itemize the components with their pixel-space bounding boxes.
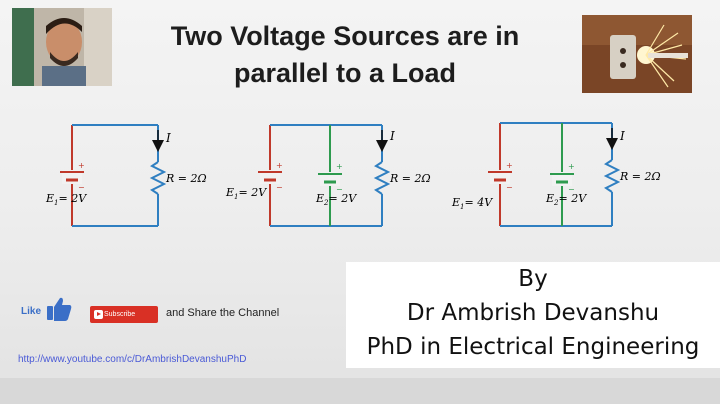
like-label: Like (21, 306, 42, 317)
c1-minus: − (78, 183, 85, 192)
c2-minus-2: − (336, 185, 343, 194)
c3-r-label: R = 2Ω (619, 170, 661, 183)
c3-minus-1: − (506, 183, 513, 192)
c2-e2-label: E2= 2V (315, 192, 357, 207)
c2-current-label: I (389, 129, 395, 143)
presenter-photo (12, 8, 112, 86)
presenter-illustration (12, 8, 112, 86)
c3-minus-2: − (568, 185, 575, 194)
spark-photo (582, 15, 692, 93)
circuit-3: I + − + − E1= 4V E2= 2V R = 2Ω (451, 122, 661, 227)
c1-current-label: I (165, 131, 171, 145)
spark-illustration (582, 15, 692, 93)
slide-title: Two Voltage Sources are in parallel to a… (120, 18, 570, 92)
c3-resistor (603, 159, 621, 193)
c2-resistor (373, 161, 391, 195)
circuit-2: I + − + − E1= 2V E2= 2V R = 2Ω (225, 124, 431, 227)
c3-current-label: I (619, 129, 625, 143)
c2-plus-2: + (336, 162, 343, 171)
title-line-2: parallel to a Load (233, 58, 457, 88)
circuit-diagrams: I + − E1= 2V R = 2Ω I + − + − E1= 2V E2=… (45, 122, 661, 227)
circuit-1: I + − E1= 2V R = 2Ω (45, 124, 207, 227)
c3-e1-label: E1= 4V (451, 196, 493, 211)
c1-resistor (149, 161, 167, 195)
share-text: and Share the Channel (166, 307, 280, 319)
author-by: By (518, 266, 548, 292)
thumbs-up-icon[interactable] (44, 294, 74, 324)
c2-e1-label: E1= 2V (225, 186, 267, 201)
c2-minus-1: − (276, 183, 283, 192)
channel-url-link[interactable]: http://www.youtube.com/c/DrAmbrishDevans… (18, 354, 247, 365)
author-box: By Dr Ambrish Devanshu PhD in Electrical… (346, 262, 720, 368)
c1-r-label: R = 2Ω (165, 172, 207, 185)
c1-e1-label: E1= 2V (45, 192, 87, 207)
c3-plus-2: + (568, 162, 575, 171)
c1-plus: + (78, 161, 85, 170)
c3-e2-label: E2= 2V (545, 192, 587, 207)
c2-r-label: R = 2Ω (389, 172, 431, 185)
c3-plus-1: + (506, 161, 513, 170)
c2-plus-1: + (276, 161, 283, 170)
title-line-1: Two Voltage Sources are in (170, 21, 520, 51)
author-name: Dr Ambrish Devanshu (406, 300, 660, 326)
author-degree: PhD in Electrical Engineering (366, 334, 700, 360)
subscribe-button[interactable]: Subscribe (90, 306, 158, 323)
youtube-play-icon (94, 310, 103, 319)
bottom-band (0, 378, 720, 404)
